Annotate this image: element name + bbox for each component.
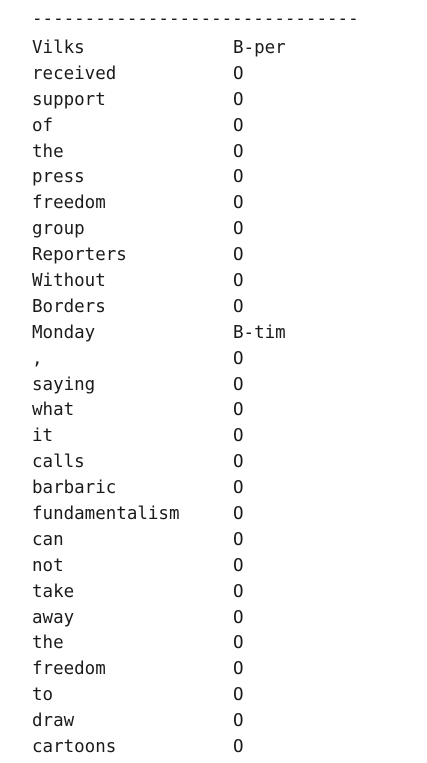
token-row: Without O — [32, 269, 412, 295]
token-row: the O — [32, 140, 412, 166]
token-text: of — [32, 115, 54, 136]
token-text: freedom — [32, 659, 106, 680]
token-text: calls — [32, 452, 85, 473]
token-text: what — [32, 400, 75, 421]
token-text: to — [32, 685, 54, 706]
ner-tag: O — [233, 478, 244, 499]
ner-tag: O — [233, 581, 244, 602]
token-row: ,O — [32, 347, 412, 373]
token-text: not — [32, 555, 64, 576]
token-text: group — [32, 219, 85, 240]
token-row: Reporters O — [32, 243, 412, 269]
ner-tag: O — [233, 555, 244, 576]
ner-tag: O — [233, 737, 244, 758]
token-row: support O — [32, 88, 412, 114]
token-row: group O — [32, 217, 412, 243]
separator-line: ------------------------------- — [32, 9, 359, 29]
token-text: press — [32, 167, 85, 188]
ner-tag: O — [233, 504, 244, 525]
token-text: the — [32, 141, 64, 162]
token-row: cartoons O — [32, 735, 412, 761]
token-row: barbaric O — [32, 476, 412, 502]
token-row: away O — [32, 606, 412, 632]
token-row: take O — [32, 580, 412, 606]
ner-tag: O — [233, 685, 244, 706]
token-text: Vilks — [32, 38, 85, 58]
token-text: draw — [32, 711, 75, 732]
token-text: it — [32, 426, 54, 447]
ner-tag: O — [233, 529, 244, 550]
ner-tag: O — [233, 141, 244, 162]
ner-tag: O — [233, 426, 244, 447]
token-row: it O — [32, 424, 412, 450]
token-text: received — [32, 63, 117, 84]
token-text: Monday — [32, 322, 96, 343]
token-text: the — [32, 633, 64, 654]
token-row: freedom O — [32, 191, 412, 217]
ner-tag: O — [233, 607, 244, 628]
token-text: cartoons — [32, 737, 117, 758]
token-row: fundamentalism O — [32, 502, 412, 528]
token-row: not O — [32, 554, 412, 580]
ner-tag: O — [233, 348, 244, 369]
ner-tag: O — [233, 271, 244, 292]
token-text: away — [32, 607, 75, 628]
token-row: saying O — [32, 373, 412, 399]
token-row: received O — [32, 62, 412, 88]
token-text: fundamentalism — [32, 504, 180, 525]
token-row: the O — [32, 631, 412, 657]
token-text: can — [32, 529, 64, 550]
token-row: Monday B-tim — [32, 321, 412, 347]
ner-tag: B-per — [233, 38, 286, 58]
ner-tag: O — [233, 374, 244, 395]
token-row: freedom O — [32, 657, 412, 683]
token-row: draw O — [32, 709, 412, 735]
ner-tag: O — [233, 296, 244, 317]
ner-tag: O — [233, 219, 244, 240]
ner-tag: O — [233, 452, 244, 473]
token-text: take — [32, 581, 75, 602]
ner-tag: O — [233, 63, 244, 84]
token-row: what O — [32, 398, 412, 424]
ner-tag: O — [233, 115, 244, 136]
token-row: Borders O — [32, 295, 412, 321]
ner-tag: O — [233, 711, 244, 732]
ner-tag: O — [233, 193, 244, 214]
ner-tag: O — [233, 245, 244, 266]
token-text: Without — [32, 271, 106, 292]
token-text: barbaric — [32, 478, 117, 499]
token-row: Vilks B-per — [32, 36, 412, 62]
ner-tag: B-tim — [233, 322, 286, 343]
token-row: of O — [32, 114, 412, 140]
token-text: saying — [32, 374, 96, 395]
ner-tag: O — [233, 89, 244, 110]
token-row: to O — [32, 683, 412, 709]
token-text: support — [32, 89, 106, 110]
token-text: Reporters — [32, 245, 127, 266]
token-text: , — [32, 348, 43, 369]
ner-tag: O — [233, 633, 244, 654]
ner-tag: O — [233, 400, 244, 421]
token-row: calls O — [32, 450, 412, 476]
token-row: press O — [32, 165, 412, 191]
token-text: Borders — [32, 296, 106, 317]
ner-tag: O — [233, 167, 244, 188]
ner-tag: O — [233, 659, 244, 680]
token-row: can O — [32, 528, 412, 554]
token-text: freedom — [32, 193, 106, 214]
